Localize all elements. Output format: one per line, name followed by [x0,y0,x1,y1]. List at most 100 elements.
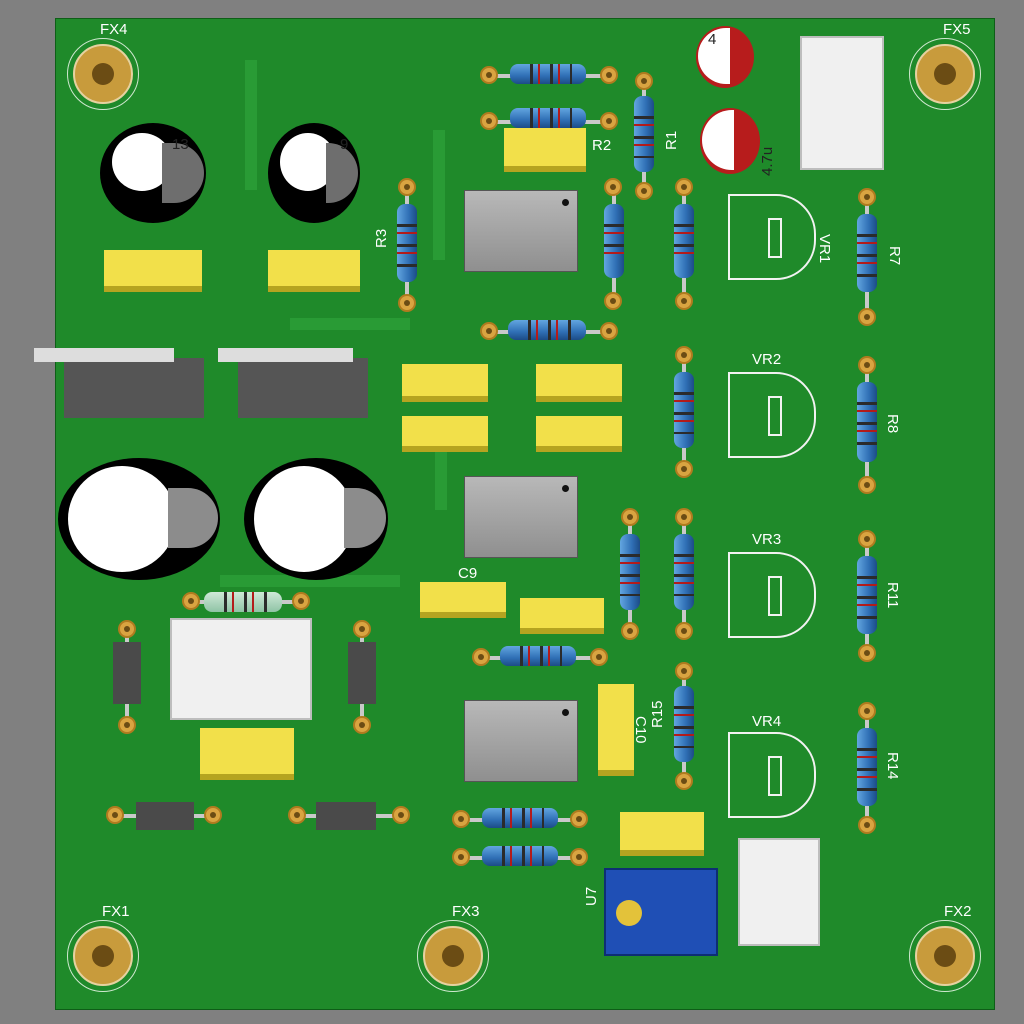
voltage-regulator-right [218,348,368,418]
diode [348,642,376,704]
pad [570,848,588,866]
trace [435,440,447,510]
electrolytic-capacitor-c13 [100,123,206,223]
resistor [508,320,586,340]
film-capacitor [104,250,202,292]
film-capacitor [536,364,622,402]
resistor-r14 [857,728,877,806]
pad [621,622,639,640]
film-capacitor [520,598,604,634]
pad [398,178,416,196]
resistor [674,372,694,448]
pad [106,806,124,824]
resistor [510,64,586,84]
pad [858,356,876,374]
label-fx1: FX1 [102,903,130,920]
pad [604,292,622,310]
pad [288,806,306,824]
ic-u3 [464,700,578,782]
pad [292,592,310,610]
pad [480,322,498,340]
terminal-block [170,618,312,720]
pad [600,112,618,130]
pad [858,476,876,494]
label-fx5: FX5 [943,21,971,38]
resistor [674,534,694,610]
pad [353,716,371,734]
label-cap-4-7u: 4.7u [759,146,776,176]
diode [113,642,141,704]
mount-hole-fx1-ring [67,920,139,992]
trace [245,60,257,190]
pad [858,188,876,206]
pad [604,178,622,196]
resistor-r15 [674,686,694,762]
film-capacitor [402,416,488,452]
pad [118,716,136,734]
trimpot-vr1 [728,194,816,280]
label-c10: C10 [632,716,649,744]
mount-hole-fx2 [915,926,975,986]
film-capacitor [620,812,704,856]
resistor-r7 [857,214,877,292]
pad [675,178,693,196]
electrolytic-capacitor-c9a [268,123,360,223]
label-cap-9: 9 [340,136,349,153]
mount-hole-fx4-ring [67,38,139,110]
pad [590,648,608,666]
diode [136,802,194,830]
resistor [500,646,576,666]
pad [675,622,693,640]
mount-hole-fx5 [915,44,975,104]
pad [858,308,876,326]
label-fx3: FX3 [452,903,480,920]
label-fx4: FX4 [100,21,128,38]
resistor-r3 [397,204,417,282]
film-capacitor-c9 [420,582,506,618]
pad [675,508,693,526]
resistor-r11 [857,556,877,634]
label-vr2: VR2 [752,351,782,368]
label-r8: R8 [884,414,901,434]
pad [858,702,876,720]
resistor [204,592,282,612]
mount-hole-fx4 [73,44,133,104]
label-r14: R14 [884,752,901,780]
label-r1: R1 [663,130,680,150]
resistor [604,204,624,278]
label-r3: R3 [373,228,390,248]
trace [220,575,400,587]
pad [204,806,222,824]
pad [600,66,618,84]
label-r15: R15 [649,700,666,728]
label-r11: R11 [884,582,901,609]
pad [858,644,876,662]
pad [675,662,693,680]
pad [635,72,653,90]
film-capacitor [402,364,488,402]
pad [472,648,490,666]
connector-3pin-top [800,36,884,170]
pad [480,66,498,84]
pad [635,182,653,200]
trimpot-vr3 [728,552,816,638]
trace [290,318,410,330]
mount-hole-fx3-ring [417,920,489,992]
trimmer-u7 [604,868,718,956]
pad [675,292,693,310]
pad [353,620,371,638]
pad [398,294,416,312]
electrolytic-capacitor-small [700,108,760,174]
diode [316,802,376,830]
film-capacitor [268,250,360,292]
trimpot-vr4 [728,732,816,818]
film-capacitor [200,728,294,780]
label-cap-4: 4 [708,31,717,48]
trimpot-vr2 [728,372,816,458]
label-u7: U7 [583,886,600,906]
pad [600,322,618,340]
resistor [620,534,640,610]
mount-hole-fx3 [423,926,483,986]
pad [392,806,410,824]
pad [675,346,693,364]
